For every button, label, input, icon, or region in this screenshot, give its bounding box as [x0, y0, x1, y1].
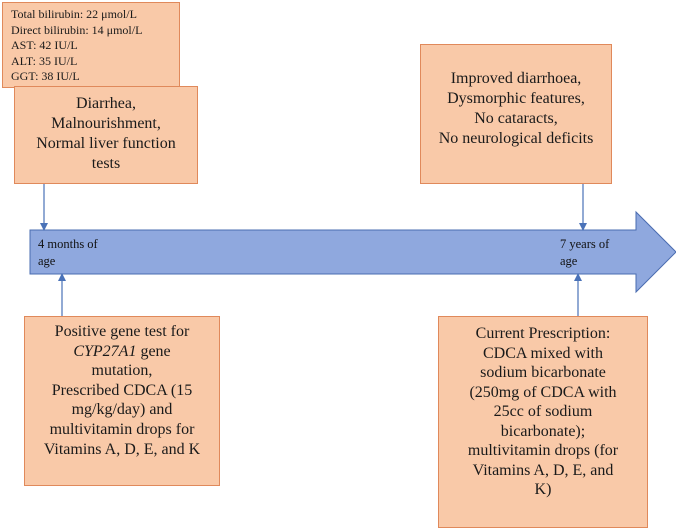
connector-end-top-arrowhead — [579, 223, 587, 231]
presentation-line: tests — [91, 155, 121, 172]
treatment-line: Positive gene test for — [54, 323, 190, 340]
lab-result-line: Total bilirubin: 22 μmol/L — [11, 7, 137, 21]
follow-up-line: No cataracts, — [474, 110, 558, 127]
presentation-line: Diarrhea, — [76, 95, 136, 112]
follow-up-box: Improved diarrhoea, Dysmorphic features,… — [420, 44, 612, 184]
diagnosis-treatment-box: Positive gene test for CYP27A1 gene muta… — [24, 316, 220, 486]
treatment-line: Vitamins A, D, E, and K — [43, 440, 201, 458]
prescription-line: 25cc of sodium — [493, 403, 593, 420]
timeline-start-label-line: 4 months of — [38, 237, 98, 251]
follow-up-line: Improved diarrhoea, — [450, 70, 582, 87]
treatment-line: multivitamin drops for — [49, 420, 195, 438]
prescription-line: Vitamins A, D, E, and — [472, 461, 614, 479]
timeline-end-label-line: age — [560, 254, 578, 268]
timeline-start-label-line: age — [38, 254, 56, 268]
treatment-line: mutation, — [91, 362, 153, 380]
treatment-line: mg/kg/day) and — [71, 401, 173, 419]
connector-start-top-arrowhead — [40, 223, 48, 231]
lab-result-line: GGT: 38 IU/L — [11, 69, 80, 83]
initial-presentation-box: Diarrhea, Malnourishment, Normal liver f… — [14, 86, 198, 184]
lab-result-line: ALT: 35 IU/L — [11, 53, 78, 68]
lab-result-line: AST: 42 IU/L — [11, 38, 78, 52]
prescription-line: CDCA mixed with — [482, 344, 603, 362]
connector-start-bottom-arrowhead — [58, 273, 66, 281]
gene-suffix: gene — [136, 342, 171, 360]
prescription-line: Current Prescription: — [475, 325, 611, 342]
timeline-start-label: 4 months of age — [38, 236, 98, 270]
lab-results-box: Total bilirubin: 22 μmol/L Direct biliru… — [2, 2, 180, 88]
timeline-arrow — [29, 210, 676, 294]
prescription-line: K) — [534, 481, 552, 498]
lab-result-line: Direct bilirubin: 14 μmol/L — [11, 22, 143, 37]
connector-end-bottom-arrowhead — [574, 273, 582, 281]
follow-up-line: No neurological deficits — [438, 130, 594, 147]
prescription-line: multivitamin drops (for — [467, 442, 619, 459]
timeline-end-label: 7 years of age — [560, 236, 609, 270]
treatment-line: Prescribed CDCA (15 — [51, 381, 193, 399]
current-prescription-box: Current Prescription: CDCA mixed with so… — [438, 316, 648, 528]
presentation-line: Malnourishment, — [51, 115, 161, 132]
timeline-end-label-line: 7 years of — [560, 237, 610, 251]
gene-name: CYP27A1 — [73, 342, 137, 360]
gene-line: CYP27A1 gene — [29, 342, 215, 362]
prescription-line: bicarbonate); — [500, 422, 586, 440]
prescription-line: sodium bicarbonate — [480, 364, 606, 381]
follow-up-line: Dysmorphic features, — [447, 90, 585, 107]
presentation-line: Normal liver function — [36, 135, 176, 152]
prescription-line: (250mg of CDCA with — [469, 383, 617, 401]
